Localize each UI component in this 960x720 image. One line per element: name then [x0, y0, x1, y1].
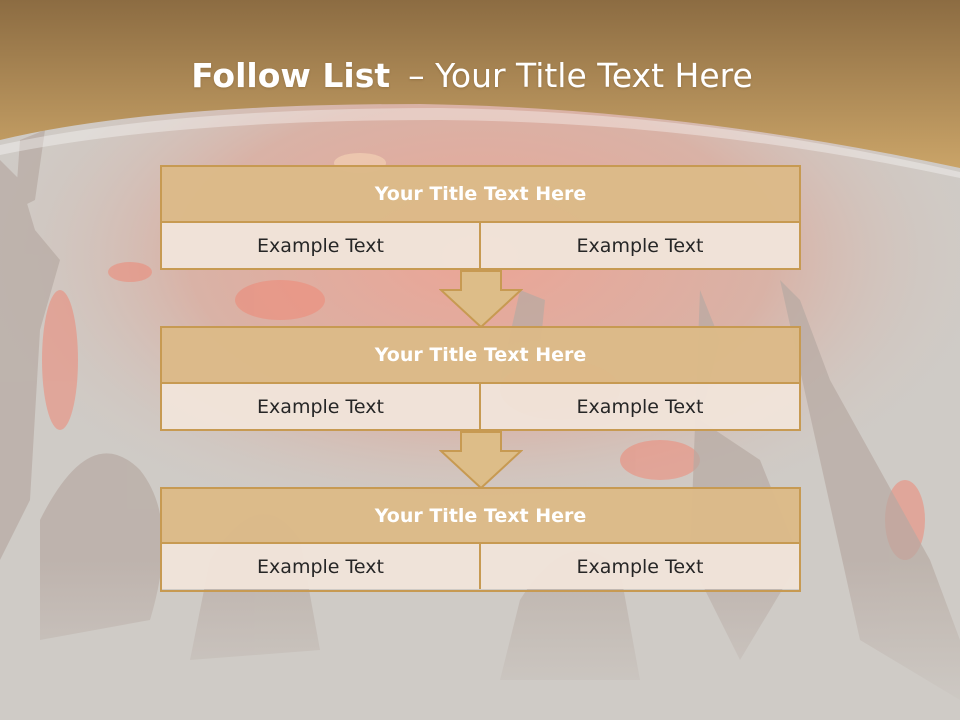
list-block-3: Your Title Text Here Example Text Exampl…	[160, 487, 801, 592]
list-block-2: Your Title Text Here Example Text Exampl…	[160, 326, 801, 431]
block-2-title: Your Title Text Here	[162, 328, 799, 384]
block-1-left-text: Example Text	[162, 223, 481, 268]
title-dash: –	[408, 56, 425, 95]
title-band-highlight	[0, 108, 960, 178]
block-2-left-text: Example Text	[162, 384, 481, 429]
list-block-1: Your Title Text Here Example Text Exampl…	[160, 165, 801, 270]
title-bold: Follow List	[191, 56, 391, 95]
block-2-right-text: Example Text	[481, 384, 799, 429]
slide-title: Follow List– Your Title Text Here	[0, 52, 944, 100]
down-arrow-icon	[439, 270, 523, 328]
block-1-right-text: Example Text	[481, 223, 799, 268]
block-1-title: Your Title Text Here	[162, 167, 799, 223]
title-band	[0, 0, 960, 168]
block-3-title: Your Title Text Here	[162, 489, 799, 544]
block-3-right-text: Example Text	[481, 544, 799, 589]
title-rest: Your Title Text Here	[435, 56, 753, 95]
down-arrow-icon	[439, 431, 523, 489]
block-3-left-text: Example Text	[162, 544, 481, 589]
